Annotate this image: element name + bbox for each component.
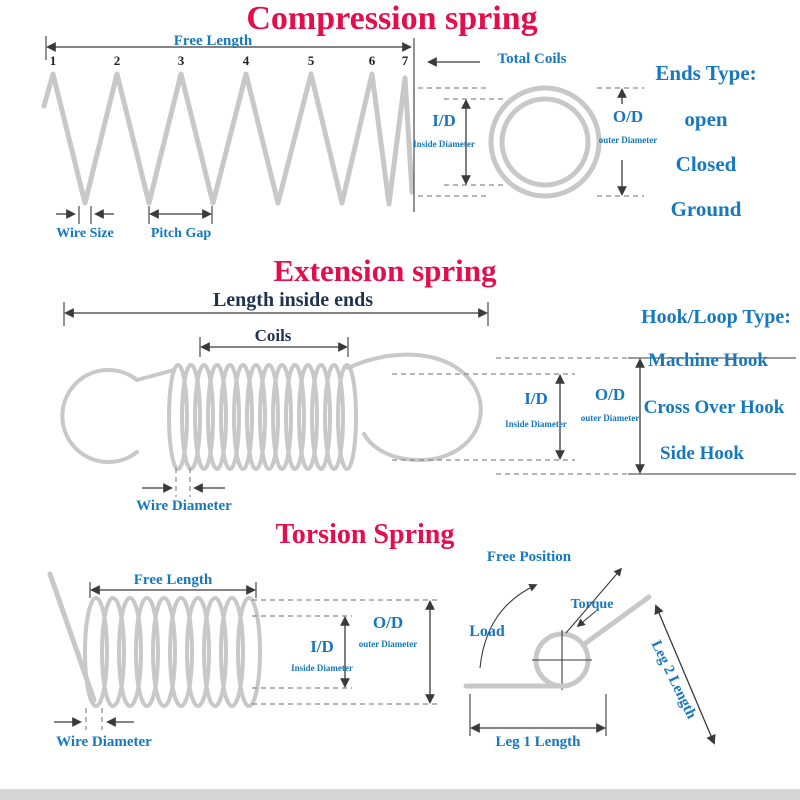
length-inside-ends-label: Length inside ends: [212, 289, 374, 311]
coil-number-4: 4: [242, 53, 250, 68]
torsion-id-sub: Inside Diameter: [291, 663, 353, 673]
torsion-free-length-label: Free Length: [133, 572, 213, 588]
compression-title: Compression spring: [246, 0, 538, 37]
hook-type-side: Side Hook: [660, 443, 744, 464]
hook-type-title: Hook/Loop Type:: [641, 306, 791, 328]
free-position-label: Free Position: [486, 549, 572, 565]
total-coils-label: Total Coils: [497, 51, 567, 67]
ends-type-open: open: [684, 107, 728, 131]
extension-id-label: I/D: [524, 389, 548, 408]
torsion-title: Torsion Spring: [275, 519, 455, 550]
compression-od-label: O/D: [612, 107, 644, 126]
compression-od-sub: outer Diameter: [598, 135, 658, 145]
torsion-wire-diameter-label: Wire Diameter: [56, 734, 152, 750]
coils-label: Coils: [254, 326, 292, 345]
extension-od-label: O/D: [594, 385, 626, 404]
torsion-od-sub: outer Diameter: [358, 639, 418, 649]
compression-id-label: I/D: [432, 111, 456, 130]
extension-wire-diameter-label: Wire Diameter: [136, 498, 232, 514]
torque-label: Torque: [570, 597, 614, 612]
hook-type-crossover: Cross Over Hook: [643, 397, 785, 418]
coil-number-2: 2: [113, 53, 121, 68]
coil-number-7: 7: [401, 53, 409, 68]
extension-title: Extension spring: [273, 253, 497, 288]
wire-size-label: Wire Size: [56, 226, 114, 241]
hook-type-machine: Machine Hook: [648, 350, 768, 371]
ends-type-title: Ends Type:: [655, 61, 757, 85]
torsion-id-label: I/D: [310, 637, 334, 656]
ends-type-ground: Ground: [670, 197, 742, 221]
free-length-label: Free Length: [173, 33, 253, 49]
coil-number-3: 3: [177, 53, 185, 68]
pitch-gap-label: Pitch Gap: [150, 226, 212, 241]
leg1-length-label: Leg 1 Length: [495, 734, 581, 750]
coil-number-1: 1: [49, 53, 57, 68]
compression-id-sub: Inside Diameter: [413, 139, 475, 149]
extension-id-sub: Inside Diameter: [505, 419, 567, 429]
extension-od-sub: outer Diameter: [580, 413, 640, 423]
coil-number-6: 6: [368, 53, 376, 68]
extension-spring-drawing: [60, 302, 796, 497]
torsion-od-label: O/D: [372, 613, 404, 632]
compression-spring-drawing: [41, 36, 644, 224]
torsion-spring-drawing: [47, 567, 716, 745]
load-label: Load: [469, 623, 505, 640]
bottom-bar: [0, 789, 800, 800]
ends-type-closed: Closed: [675, 152, 737, 176]
coil-number-5: 5: [307, 53, 315, 68]
